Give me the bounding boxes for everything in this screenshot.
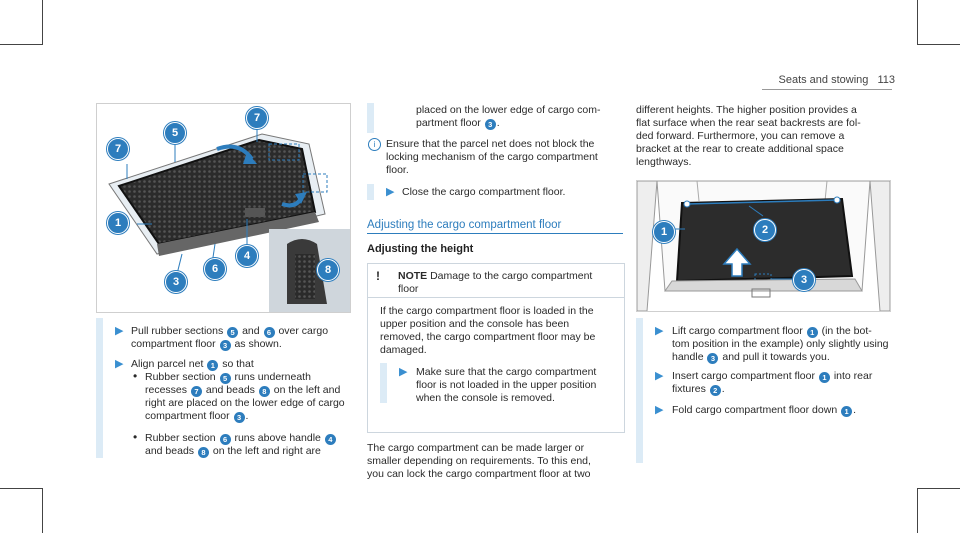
- triangle-arrow-icon: ▶: [115, 325, 124, 337]
- callout-5: 5: [164, 122, 186, 144]
- bullet-dot: •: [133, 369, 138, 383]
- step-insert-floor: Insert cargo compartment floor 1 into re…: [672, 370, 873, 396]
- note-step: Make sure that the cargo compartment flo…: [416, 366, 597, 404]
- heading-rule: [367, 233, 623, 234]
- step-bar: [367, 103, 374, 133]
- callout-8: 8: [317, 259, 339, 281]
- header-rule: [762, 89, 892, 90]
- step-bar: [96, 318, 103, 458]
- figure-cargo-floor: 1 2 3: [636, 180, 891, 312]
- triangle-arrow-icon: ▶: [115, 358, 124, 370]
- callout-7: 7: [246, 107, 268, 129]
- subheading: Adjusting the height: [367, 243, 474, 255]
- crop-mark: [0, 488, 43, 489]
- cargo-size-paragraph: The cargo compartment can be made larger…: [367, 442, 591, 480]
- warning-icon: !: [376, 269, 380, 283]
- callout-2: 2: [754, 219, 776, 241]
- step-lift-floor: Lift cargo compartment floor 1 (in the b…: [672, 325, 889, 364]
- triangle-arrow-icon: ▶: [655, 370, 664, 382]
- step-bar: [636, 318, 643, 463]
- step-fold-floor: Fold cargo compartment floor down 1.: [672, 404, 857, 417]
- crop-mark: [917, 0, 918, 45]
- figure-parcel-net: 7 5 7 1 6 4 3 8: [96, 103, 351, 313]
- note-header-rule: [367, 297, 625, 298]
- parcel-net-illustration: [108, 129, 350, 312]
- page-header: Seats and stowing 113: [760, 74, 896, 87]
- info-text: Ensure that the parcel net does not bloc…: [386, 138, 598, 176]
- note-title: NOTE Damage to the cargo compartment flo…: [398, 270, 593, 295]
- callout-1: 1: [653, 221, 675, 243]
- heights-paragraph: different heights. The higher position p…: [636, 104, 861, 168]
- triangle-arrow-icon: ▶: [399, 366, 408, 378]
- callout-1: 1: [107, 212, 129, 234]
- page-number: 113: [877, 74, 895, 86]
- triangle-arrow-icon: ▶: [386, 186, 395, 198]
- cargo-floor-illustration: [636, 180, 891, 312]
- step-pull-rubber: Pull rubber sections 5 and 6 over cargo …: [131, 325, 329, 351]
- callout-7: 7: [107, 138, 129, 160]
- crop-mark: [42, 0, 43, 45]
- crop-mark: [917, 44, 960, 45]
- crop-mark: [42, 488, 43, 533]
- bullet-dot: •: [133, 430, 138, 444]
- callout-3: 3: [793, 269, 815, 291]
- callout-3: 3: [165, 271, 187, 293]
- section-heading: Adjusting the cargo compartment floor: [367, 219, 562, 231]
- triangle-arrow-icon: ▶: [655, 404, 664, 416]
- crop-mark: [0, 44, 43, 45]
- crop-mark: [917, 488, 960, 489]
- callout-6: 6: [204, 258, 226, 280]
- continued-text: placed on the lower edge of cargo com- p…: [416, 104, 601, 130]
- note-paragraph: If the cargo compartment floor is loaded…: [380, 305, 596, 356]
- triangle-arrow-icon: ▶: [655, 325, 664, 337]
- section-title: Seats and stowing: [778, 74, 869, 86]
- bullet-rubber-above: Rubber section 6 runs above handle 4 and…: [145, 432, 355, 458]
- step-bar: [380, 363, 387, 403]
- step-close-floor: Close the cargo compartment floor.: [402, 186, 566, 198]
- step-bar: [367, 184, 374, 200]
- note-box: [367, 263, 625, 433]
- bullet-rubber-underneath: Rubber section 5 runs underneath recesse…: [145, 371, 345, 423]
- step-align-net: Align parcel net 1 so that: [131, 358, 254, 371]
- callout-4: 4: [236, 245, 258, 267]
- info-icon: i: [368, 138, 381, 151]
- crop-mark: [917, 488, 918, 533]
